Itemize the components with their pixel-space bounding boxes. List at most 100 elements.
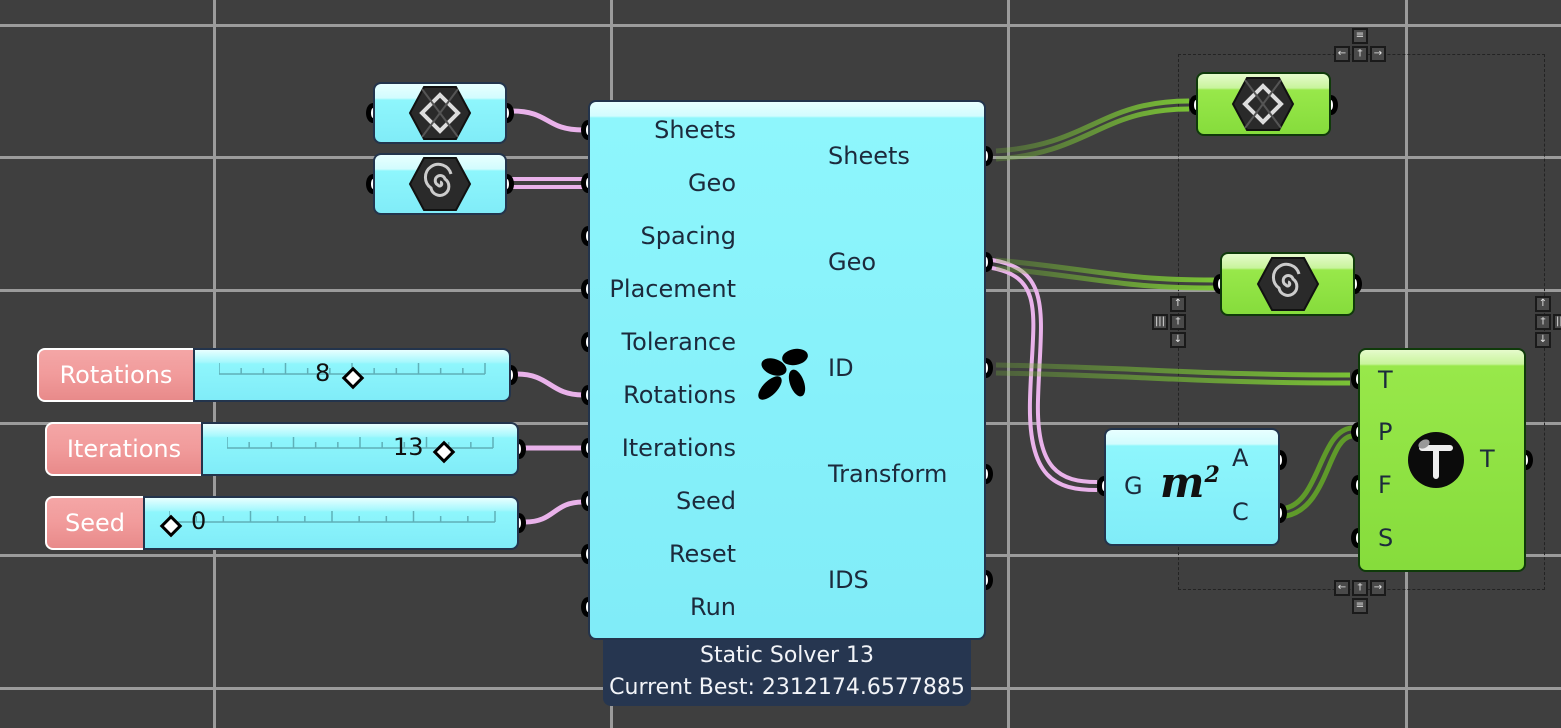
- slider-ticks: [227, 437, 494, 449]
- align-up-icon[interactable]: ↑: [1535, 296, 1551, 312]
- area-output-a-grip[interactable]: [1280, 450, 1287, 470]
- leaf-packing-icon: [758, 348, 808, 400]
- solver-output-grip-id[interactable]: [986, 358, 993, 378]
- sheets-param-node[interactable]: [373, 82, 507, 144]
- solver-input-tolerance: Tolerance: [621, 328, 736, 356]
- solver-input-grip-placement[interactable]: [581, 279, 588, 299]
- align-right-icon[interactable]: →: [1370, 46, 1386, 62]
- align-right-icon[interactable]: →: [1370, 580, 1386, 596]
- area-output-c: C: [1232, 498, 1249, 526]
- sheets-output-param-input-grip[interactable]: [1189, 95, 1196, 115]
- slider-seed-output-grip[interactable]: [519, 513, 526, 533]
- align-bars-icon[interactable]: |||: [1553, 314, 1561, 330]
- slider-iterations-value: 13: [393, 433, 424, 461]
- geo-output-param-output-grip[interactable]: [1355, 274, 1362, 294]
- solver-output-id: ID: [828, 354, 854, 382]
- solver-input-grip-run[interactable]: [581, 597, 588, 617]
- geo-output-param-node[interactable]: [1220, 252, 1355, 316]
- geo-param-input-grip[interactable]: [366, 174, 373, 194]
- transform-input-s-grip[interactable]: [1351, 528, 1358, 548]
- slider-seed-value: 0: [191, 507, 207, 535]
- solver-input-grip-sheets[interactable]: [581, 120, 588, 140]
- align-down-icon[interactable]: ↓: [1535, 332, 1551, 348]
- wire-geo-to-area: [991, 258, 1098, 492]
- align-middle-icon[interactable]: †: [1170, 314, 1186, 330]
- area-input-g: G: [1124, 472, 1143, 500]
- align-up-icon[interactable]: ↑: [1170, 296, 1186, 312]
- align-menu-icon[interactable]: ≡: [1352, 598, 1368, 614]
- slider-rotations-output-grip[interactable]: [511, 365, 518, 385]
- sheets-param-output-grip[interactable]: [507, 103, 514, 123]
- solver-output-grip-sheets[interactable]: [986, 146, 993, 166]
- area-output-c-grip[interactable]: [1280, 503, 1287, 523]
- solver-input-grip-geo[interactable]: [581, 173, 588, 193]
- solver-input-grip-tolerance[interactable]: [581, 332, 588, 352]
- solver-input-rotations: Rotations: [623, 381, 736, 409]
- wire-rotations-in: [516, 371, 584, 398]
- geo-output-param-input-grip[interactable]: [1213, 274, 1220, 294]
- wire-sheets-out: [995, 98, 1190, 162]
- slider-iterations-label: Iterations: [45, 422, 203, 476]
- solver-output-sheets: Sheets: [828, 142, 910, 170]
- transform-input-t-grip[interactable]: [1351, 369, 1358, 389]
- solver-input-run: Run: [689, 593, 736, 621]
- solver-input-grip-spacing[interactable]: [581, 226, 588, 246]
- solver-input-sheets: Sheets: [654, 116, 736, 144]
- align-left-icon[interactable]: ←: [1334, 580, 1350, 596]
- transform-input-p-grip[interactable]: [1351, 422, 1358, 442]
- solver-input-grip-rotations[interactable]: [581, 385, 588, 405]
- align-center-icon[interactable]: †: [1352, 580, 1368, 596]
- slider-ticks: [169, 511, 496, 523]
- solver-output-grip-transform[interactable]: [986, 464, 993, 484]
- solver-input-grip-reset[interactable]: [581, 544, 588, 564]
- slider-seed-track[interactable]: 0: [143, 496, 519, 550]
- area-component-node[interactable]: G m2 A C: [1104, 428, 1280, 546]
- align-down-icon[interactable]: ↓: [1170, 332, 1186, 348]
- slider-iterations-output-grip[interactable]: [519, 439, 526, 459]
- solver-input-grip-iterations[interactable]: [581, 438, 588, 458]
- solver-title: Static Solver 13: [699, 643, 875, 668]
- geo-param-output-grip[interactable]: [507, 174, 514, 194]
- transform-output-t-grip[interactable]: [1526, 450, 1533, 470]
- slider-rotations-label: Rotations: [37, 348, 195, 402]
- transform-input-t: T: [1378, 366, 1393, 394]
- solver-input-grip-seed[interactable]: [581, 491, 588, 511]
- slider-iterations-track[interactable]: 13: [201, 422, 519, 476]
- solver-output-transform: Transform: [828, 460, 948, 488]
- area-input-grip[interactable]: [1097, 476, 1104, 496]
- solver-current-best: Current Best: 2312174.6577885: [609, 675, 965, 700]
- align-middle-icon[interactable]: †: [1535, 314, 1551, 330]
- geo-spiral-hex-icon: [408, 157, 472, 211]
- wire-geo-out: [995, 257, 1215, 291]
- align-center-icon[interactable]: †: [1352, 46, 1368, 62]
- align-menu-icon[interactable]: ≡: [1352, 28, 1368, 44]
- sheets-output-param-output-grip[interactable]: [1331, 95, 1338, 115]
- solver-input-spacing: Spacing: [640, 222, 736, 250]
- geo-spiral-hex-icon: [1256, 257, 1320, 311]
- grid-line: [0, 24, 1561, 27]
- sheets-hex-icon: [408, 86, 472, 140]
- solver-input-geo: Geo: [687, 169, 736, 197]
- transform-component-node[interactable]: T P F S T: [1358, 348, 1526, 572]
- wire-c-to-p: [1285, 425, 1353, 519]
- sheets-param-input-grip[interactable]: [366, 103, 373, 123]
- solver-output-geo: Geo: [828, 248, 877, 276]
- area-icon-sup: 2: [1204, 462, 1220, 488]
- wire-sheets-in: [511, 108, 584, 133]
- slider-rotations-value: 8: [315, 359, 331, 387]
- align-left-icon[interactable]: ←: [1334, 46, 1350, 62]
- area-icon-m: m: [1160, 458, 1205, 507]
- solver-output-grip-ids[interactable]: [986, 570, 993, 590]
- transform-input-f-grip[interactable]: [1351, 475, 1358, 495]
- solver-status-tooltip: Static Solver 13 Current Best: 2312174.6…: [603, 640, 971, 706]
- align-bars-icon[interactable]: |||: [1152, 314, 1168, 330]
- geo-param-node[interactable]: [373, 153, 507, 215]
- solver-output-grip-geo[interactable]: [986, 252, 993, 272]
- slider-rotations-track[interactable]: 8: [193, 348, 511, 402]
- sheets-output-param-node[interactable]: [1196, 72, 1331, 136]
- area-m2-icon: m2: [1160, 458, 1220, 507]
- wire-id-out: [995, 362, 1351, 386]
